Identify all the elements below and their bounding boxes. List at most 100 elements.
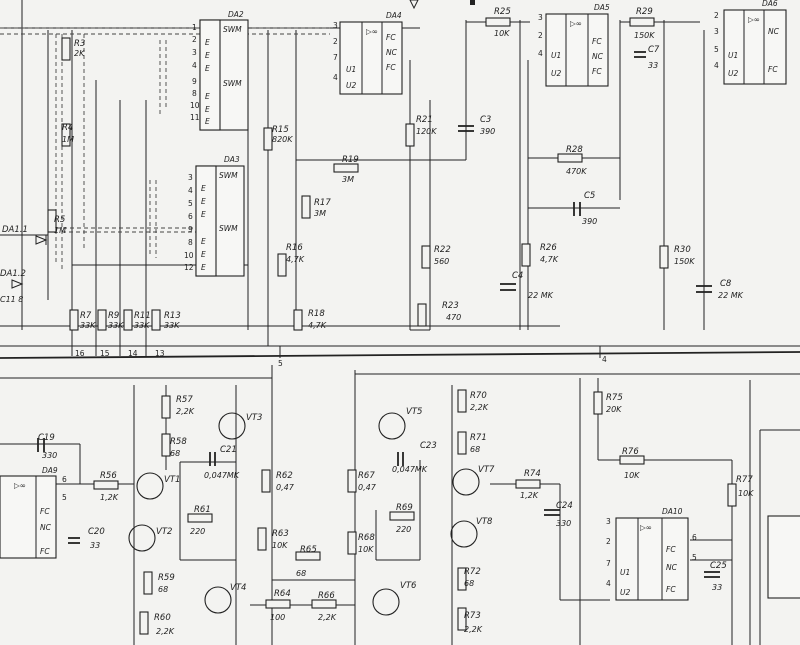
- label-capacitors_bottom-3-val: 0,047MK: [392, 465, 428, 474]
- label-capacitors_bottom-3-ref: C23: [420, 441, 437, 451]
- label-capacitors_top-2-ref: C5: [584, 191, 595, 201]
- label-chips-0-rows-0: SWM: [223, 25, 242, 34]
- label-resistors_bottom-14-val: 2,2K: [470, 403, 489, 412]
- label-resistors_bottom-0-ref: R57: [176, 395, 193, 405]
- label-chips-6-inputs-1: U2: [620, 588, 630, 597]
- label-resistors_bottom-19-val: 20K: [606, 405, 622, 414]
- label-chips-1-rows-2: E: [201, 197, 206, 206]
- label-chips-1-pins_left-6: 10: [184, 251, 194, 260]
- label-chips-0-name: DA2: [228, 10, 244, 19]
- label-chips-3-rows-1: NC: [592, 52, 604, 61]
- label-chips-0-rows-4: SWM: [223, 79, 242, 88]
- label-chips-2-pins_left-2: 7: [333, 53, 338, 62]
- label-resistors_top-15-ref: R25: [494, 7, 511, 17]
- label-chips-0-rows-3: E: [205, 64, 210, 73]
- label-chips-5-rows-2: FC: [40, 547, 50, 556]
- label-chips-0-pins_left-7: 11: [190, 113, 200, 122]
- chip-da9: DA9 ▷∞ FC NC FC 6 5: [0, 466, 67, 559]
- label-symbol: ▷∞: [14, 481, 26, 490]
- label-chips-0-pins_left-6: 10: [190, 101, 200, 110]
- label-chips-0-pins_left-0: 1: [192, 23, 197, 32]
- bottom-capacitors: C19 330 C20 33 C21 0,047MK C23 0,047MK C…: [37, 433, 727, 592]
- label-resistors_bottom-0-val: 2,2K: [176, 407, 195, 416]
- label-capacitors_top-0-val: 390: [480, 127, 495, 136]
- top-resistors: R3 2K R4 1M R5 1M R7 33K R9 33K R11 33K …: [47, 7, 695, 331]
- label-capacitors_top-1-val: 22 MK: [528, 291, 554, 300]
- label-resistors_bottom-20-ref: R76: [622, 447, 639, 457]
- label-capacitors_bottom-5-val: 33: [712, 583, 722, 592]
- label-chips-6-pins_left-1: 2: [606, 537, 611, 546]
- label-chips-1-pins_left-3: 6: [188, 212, 193, 221]
- label-resistors_bottom-8-ref: R65: [300, 545, 317, 555]
- label-resistors_top-8-ref: R16: [286, 243, 303, 253]
- label-chips-1-pins_left-5: 8: [188, 238, 193, 247]
- label-capacitors_bottom-5-ref: C25: [710, 561, 727, 571]
- label-transistors-1: VT2: [156, 527, 172, 537]
- label-resistors_top-1-ref: R4: [62, 123, 73, 133]
- label-chips-4-pins_left-0: 2: [714, 11, 719, 20]
- chip-partial-right: [767, 515, 800, 599]
- label-chips-2-rows-2: FC: [386, 63, 396, 72]
- label-resistors_bottom-16-val: 68: [464, 579, 474, 588]
- label-chips-6-inputs-0: U1: [620, 568, 630, 577]
- label-resistors_bottom-17-val: 2,2K: [464, 625, 483, 634]
- label-chips-1-pins_left-0: 3: [188, 173, 193, 182]
- bottom-wiring: [0, 365, 800, 645]
- label-resistors_top-4-ref: R9: [108, 311, 119, 321]
- label-chips-2-pins_left-3: 4: [333, 73, 338, 82]
- junction-dot: [470, 0, 475, 5]
- label-resistors_top-3-ref: R7: [80, 311, 92, 321]
- label-resistors_bottom-12-ref: R68: [358, 533, 375, 543]
- label-chips-3-rows-2: FC: [592, 67, 602, 76]
- label-chips-3-inputs-0: U1: [551, 51, 561, 60]
- label-capacitors_bottom-0-ref: C19: [38, 433, 55, 443]
- label-chips-2-pins_left-0: 3: [333, 21, 338, 30]
- label-resistors_bottom-14-ref: R70: [470, 391, 487, 401]
- label-resistors_bottom-5-ref: R60: [154, 613, 171, 623]
- diode-da1-2: DA1.2 C11 8: [0, 269, 26, 304]
- label-chips-1-rows-3: E: [201, 210, 206, 219]
- label-resistors_top-11-ref: R19: [342, 155, 359, 165]
- label-resistors_top-7-ref: R15: [272, 125, 289, 135]
- label-resistors_bottom-9-val: 100: [270, 613, 285, 622]
- bus-numbers: 16 15 14 13 5 4: [75, 349, 607, 368]
- label-resistors_bottom-15-ref: R71: [470, 433, 487, 443]
- label-resistors_top-13-val: 560: [434, 257, 449, 266]
- label-capacitors_top-1-ref: C4: [512, 271, 523, 281]
- label-resistors_top-7-val: 820K: [272, 135, 293, 144]
- label-resistors_bottom-18-val: 1,2K: [520, 491, 539, 500]
- label-chips-5-pins_right-0: 6: [62, 475, 67, 484]
- label-resistors_top-6-ref: R13: [164, 311, 181, 321]
- label-resistors_bottom-17-ref: R73: [464, 611, 481, 621]
- label-resistors_bottom-13-ref: R69: [396, 503, 413, 513]
- label-chips-5-rows-0: FC: [40, 507, 50, 516]
- label-resistors_bottom-11-val: 0,47: [358, 483, 377, 492]
- label-transistors-2: VT3: [246, 413, 262, 423]
- label-resistors_bottom-3-val: 220: [190, 527, 205, 536]
- diode-da1-1: DA1.1: [2, 225, 48, 245]
- label-chips-3-inputs-1: U2: [551, 69, 561, 78]
- label-chips-3-pins_left-1: 2: [538, 31, 543, 40]
- label-transistors-3: VT4: [230, 583, 246, 593]
- label-capacitors_bottom-1-val: 33: [90, 541, 100, 550]
- label-bus_numbers-5: 4: [602, 355, 607, 364]
- label-transistors-7: VT8: [476, 517, 493, 527]
- label-chips-4-rows-0: NC: [768, 27, 780, 36]
- top-capacitors: C3 390 C4 22 MK C5 390 C7 33 C8 22 MK: [458, 45, 744, 300]
- label-chips-6-rows-0: FC: [666, 545, 676, 554]
- label-resistors_bottom-7-val: 10K: [272, 541, 288, 550]
- transistors: VT1 VT2 VT3 VT4 VT5 VT6 VT7 VT8: [128, 407, 495, 616]
- chip-da3: DA3 SWM E E E SWM E E E 3 4 5 6 9 8 10 1…: [184, 155, 245, 277]
- label-resistors_bottom-21-ref: R77: [736, 475, 753, 485]
- label-chips-0-pins_left-3: 4: [192, 61, 197, 70]
- label-resistors_top-18-ref: R29: [636, 7, 653, 17]
- label-transistors-5: VT6: [400, 581, 417, 591]
- label-resistors_top-2-val: 1M: [54, 226, 66, 235]
- label-chips-2-rows-0: FC: [386, 33, 396, 42]
- label-resistors_top-10-ref: R18: [308, 309, 325, 319]
- label-resistors_top-5-ref: R11: [134, 311, 151, 321]
- label-chips-5-name: DA9: [42, 466, 58, 475]
- label-chips-1-rows-0: SWM: [219, 171, 238, 180]
- label-resistors_bottom-9-ref: R64: [274, 589, 291, 599]
- label-resistors_bottom-5-val: 2,2K: [156, 627, 175, 636]
